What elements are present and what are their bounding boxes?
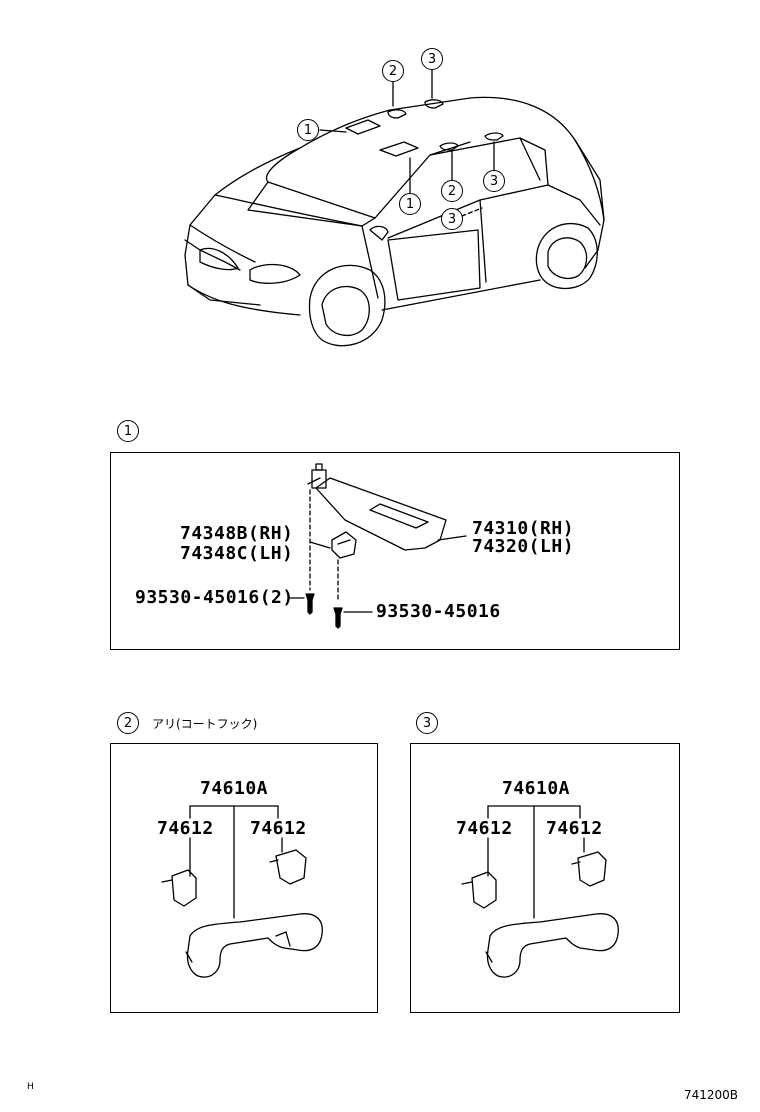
callout-1: 1 — [399, 193, 421, 215]
label-74320-LH: 74320(LH) — [472, 536, 575, 557]
label-74348B-RH: 74348B(RH) — [180, 523, 294, 544]
footer-mark: H — [27, 1082, 34, 1092]
callout-3: 3 — [441, 208, 463, 230]
section-3-frame — [410, 743, 680, 1013]
section-1-number: 1 — [117, 420, 139, 442]
sun-visor-drawing — [287, 463, 467, 629]
diagram-code: 741200B — [684, 1088, 739, 1102]
label-74610A: 74610A — [200, 778, 269, 799]
label-screw-93530-45016-qty2: 93530-45016(2) — [135, 587, 294, 608]
label-74612-right: 74612 — [546, 818, 603, 839]
label-74310-RH: 74310(RH) — [472, 518, 575, 539]
label-screw-93530-45016: 93530-45016 — [376, 601, 501, 622]
callout-2: 2 — [441, 180, 463, 202]
label-74612-right: 74612 — [250, 818, 307, 839]
section-2-note: アリ(コートフック) — [152, 717, 258, 731]
section-2-number: 2 — [117, 712, 139, 734]
assist-grip-drawing-2 — [161, 805, 323, 978]
callout-3: 3 — [483, 170, 505, 192]
car-illustration — [184, 69, 605, 347]
callout-3: 3 — [421, 48, 443, 70]
section-3-number: 3 — [416, 712, 438, 734]
callout-2: 2 — [382, 60, 404, 82]
label-74610A: 74610A — [502, 778, 571, 799]
callout-1: 1 — [297, 119, 319, 141]
label-74348C-LH: 74348C(LH) — [180, 543, 294, 564]
label-74612-left: 74612 — [456, 818, 513, 839]
section-1-frame — [110, 452, 680, 650]
assist-grip-drawing-3 — [461, 805, 619, 978]
label-74612-left: 74612 — [157, 818, 214, 839]
section-2-frame — [110, 743, 378, 1013]
